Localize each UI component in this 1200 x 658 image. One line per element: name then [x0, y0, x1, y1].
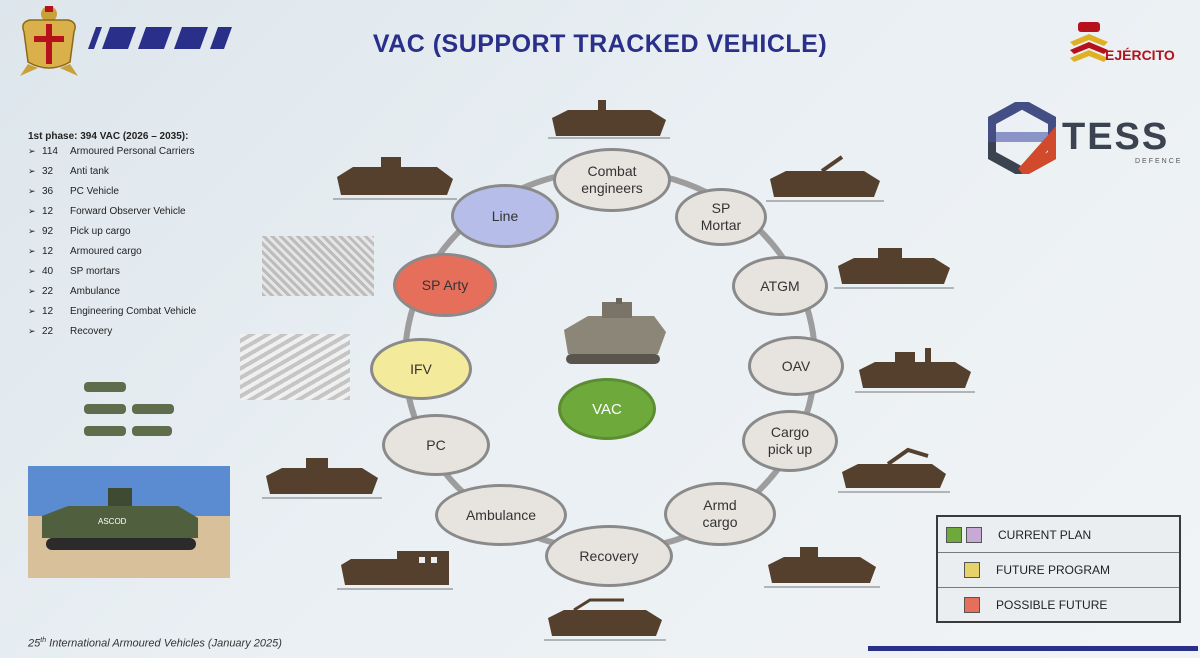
- sketch-vehicle-image: [262, 236, 374, 296]
- legend-row-current: CURRENT PLAN: [938, 517, 1179, 553]
- node-combat-engineers: Combat engineers: [553, 148, 671, 212]
- sp-mortar-vehicle-icon: [766, 155, 884, 202]
- oav-vehicle-icon: [855, 348, 975, 393]
- model-vehicles-icon: [84, 382, 174, 436]
- node-sp-mortar: SP Mortar: [675, 188, 767, 246]
- legend-row-future: FUTURE PROGRAM: [938, 552, 1179, 588]
- legend-swatch-green: [946, 526, 962, 543]
- header-stripes-decoration: [88, 27, 232, 49]
- node-atgm: ATGM: [732, 256, 828, 316]
- footer-caption: 25th International Armoured Vehicles (Ja…: [28, 637, 282, 650]
- ejercito-label: EJÉRCITO: [1105, 47, 1175, 63]
- legend-label-future: FUTURE PROGRAM: [996, 562, 1110, 577]
- node-ifv: IFV: [370, 338, 472, 400]
- legend-row-possible: POSSIBLE FUTURE: [938, 587, 1179, 622]
- line-vehicle-icon: [333, 157, 457, 200]
- pc-vehicle-icon: [262, 458, 382, 499]
- legend-swatch-yellow: [964, 561, 980, 578]
- spanish-army-crest-logo: [20, 6, 78, 76]
- node-ambulance: Ambulance: [435, 484, 567, 546]
- ejercito-crown-logo: [1070, 22, 1108, 62]
- node-sp-arty: SP Arty: [393, 253, 497, 317]
- cargo-pickup-vehicle-icon: [838, 447, 950, 493]
- legend-swatch-red: [964, 596, 980, 613]
- ascod-vehicle-photo: ASCOD: [28, 466, 230, 578]
- tess-logo-text: TESS: [1062, 116, 1170, 158]
- node-oav: OAV: [748, 336, 844, 396]
- node-line: Line: [451, 184, 559, 248]
- atgm-vehicle-icon: [834, 248, 954, 289]
- armd-cargo-vehicle-icon: [764, 547, 880, 588]
- node-armd-cargo: Armd cargo: [664, 482, 776, 546]
- legend-label-current: CURRENT PLAN: [998, 527, 1092, 542]
- tess-hexagon-logo: [988, 102, 1056, 174]
- ifv-vehicle-photo: [240, 334, 350, 400]
- ambulance-vehicle-icon: [337, 551, 453, 590]
- tess-logo-subtext: DEFENCE: [1135, 158, 1183, 165]
- footer-accent-bar: [868, 646, 1198, 651]
- node-cargo-pick-up: Cargo pick up: [742, 410, 838, 472]
- combat-engineers-vehicle-icon: [548, 100, 670, 139]
- node-pc: PC: [382, 414, 490, 476]
- legend-label-possible: POSSIBLE FUTURE: [996, 597, 1108, 612]
- phase-heading: 1st phase: 394 VAC (2026 – 2035):: [28, 131, 189, 142]
- center-vehicle-image: [564, 298, 666, 364]
- legend: CURRENT PLAN FUTURE PROGRAM POSSIBLE FUT…: [936, 515, 1181, 623]
- node-recovery: Recovery: [545, 525, 673, 587]
- ascod-photo-label: ASCOD: [98, 517, 127, 526]
- recovery-vehicle-icon: [544, 598, 666, 641]
- node-vac-center: VAC: [558, 378, 656, 440]
- page-title: VAC (SUPPORT TRACKED VEHICLE): [372, 30, 828, 58]
- legend-swatch-lilac: [966, 526, 982, 543]
